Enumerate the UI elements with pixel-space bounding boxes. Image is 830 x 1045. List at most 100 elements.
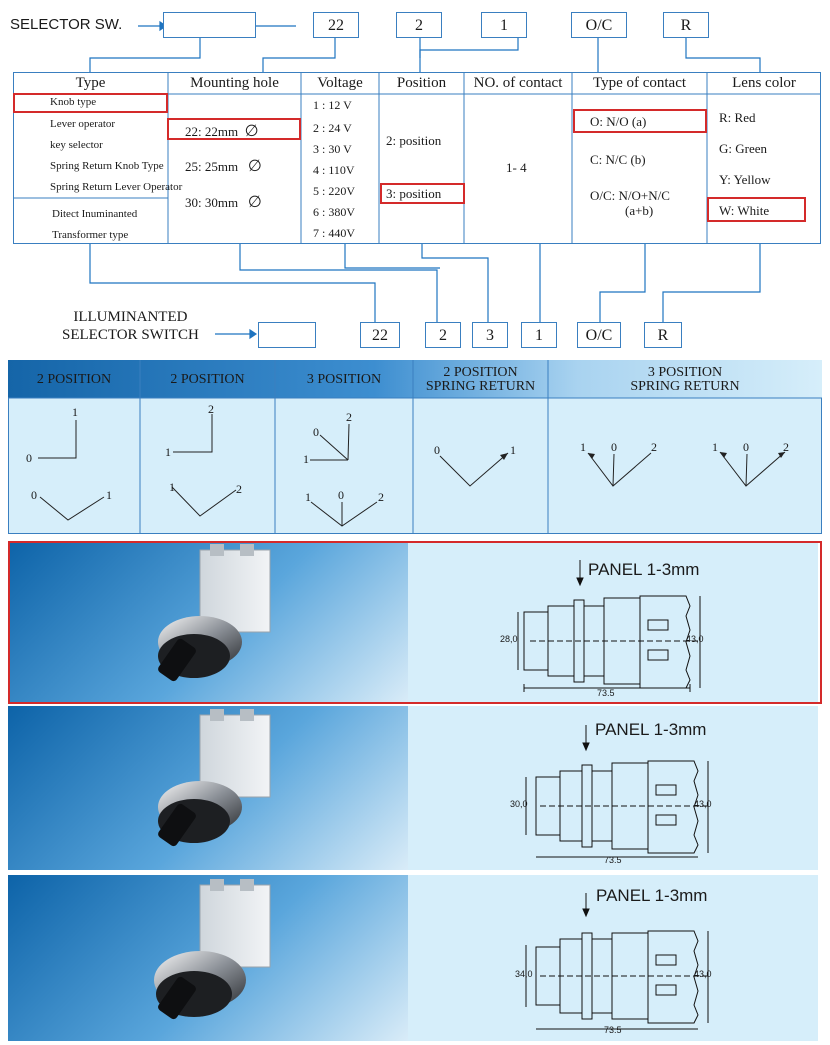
pos-label: 1 (580, 440, 586, 454)
pos-label: 1 (303, 452, 309, 466)
lens-item: G: Green (719, 141, 768, 156)
switch-photo (154, 879, 271, 1020)
diameter-icon: ∅ (247, 194, 262, 211)
dimension-drawing (408, 875, 818, 1041)
contact-type-item: C: N/C (b) (590, 152, 646, 167)
switch-photo (158, 544, 271, 682)
code-box-lens: R (663, 12, 709, 38)
lens-item: W: White (719, 203, 770, 218)
pos-label: 0 (31, 488, 37, 502)
voltage-item: 1 : 12 V (313, 98, 352, 112)
header-position: Position (396, 75, 447, 91)
contact-type-item: O: N/O (a) (590, 114, 647, 129)
spec-table (13, 72, 821, 244)
code-box-mounting: 22 (313, 12, 359, 38)
position-header-bar (8, 360, 822, 398)
bottom-code-lens: R (644, 322, 682, 348)
mounting-item: 25: 25mm ∅ (185, 158, 262, 175)
bottom-code-mounting: 22 (360, 322, 400, 348)
pos-label: 1 (106, 488, 112, 502)
type-item: key selector (50, 139, 103, 151)
code-box-blank (163, 12, 256, 38)
contact-type-item: O/C: N/O+N/C (590, 188, 670, 203)
highlight-3-position (380, 183, 465, 204)
bottom-code-blank (258, 322, 316, 348)
highlight-white (707, 197, 806, 222)
header-mounting: Mounting hole (190, 75, 279, 91)
type-item: Transformer type (52, 229, 129, 241)
voltage-item: 5 : 220V (313, 184, 355, 198)
pos-label: 0 (26, 451, 32, 465)
voltage-item: 7 : 440V (313, 226, 355, 240)
bottom-code-contact: 1 (521, 322, 557, 348)
header-voltage: Voltage (317, 75, 363, 91)
highlight-product-1 (8, 541, 822, 704)
panel-label: PANEL 1-3mm (595, 720, 707, 739)
header-contacts: NO. of contact (473, 75, 563, 91)
bottom-code-contact-type: O/C (577, 322, 621, 348)
type-item: Lever operator (50, 118, 116, 130)
position-header: 2 POSITION (170, 372, 245, 387)
dim-left: 28,0 (500, 634, 518, 644)
pos-label: 0 (313, 425, 319, 439)
highlight-knob (13, 93, 168, 113)
pos-label: 2 (783, 440, 789, 454)
voltage-item: 6 : 380V (313, 205, 355, 219)
header-lens: Lens color (732, 75, 796, 91)
panel-label: PANEL 1-3mm (596, 886, 708, 905)
illuminated-label: ILLUMINANTED SELECTOR SWITCH (62, 309, 199, 343)
position-diagrams (38, 414, 786, 527)
code-box-contact: 1 (481, 12, 527, 38)
pos-label: 2 (208, 402, 214, 416)
dimension-drawing (408, 541, 818, 703)
pos-label: 2 (346, 410, 352, 424)
panel-label: PANEL 1-3mm (588, 560, 700, 579)
pos-label: 1 (165, 445, 171, 459)
voltage-item: 3 : 30 V (313, 142, 352, 156)
header-contact-type: Type of contact (592, 75, 687, 91)
pos-label: 1 (305, 490, 311, 504)
pos-label: 0 (743, 440, 749, 454)
type-item: Ditect Inuminanted (52, 208, 138, 220)
diameter-icon: ∅ (244, 123, 259, 140)
pos-label: 0 (338, 488, 344, 502)
type-item: Spring Return Lever Operator (50, 181, 183, 193)
contacts-range: 1- 4 (506, 160, 527, 175)
dim-right: 43,0 (694, 969, 712, 979)
pos-label: 1 (510, 443, 516, 457)
dim-left: 30,0 (510, 799, 528, 809)
pos-label: 1 (72, 405, 78, 419)
dim-right: 43,0 (686, 634, 704, 644)
code-box-contact-type: O/C (571, 12, 627, 38)
pos-label: 2 (651, 440, 657, 454)
bottom-code-position-a: 2 (425, 322, 461, 348)
type-item: Spring Return Knob Type (50, 160, 164, 172)
pos-label: 0 (611, 440, 617, 454)
diameter-icon: ∅ (247, 158, 262, 175)
dim-length: 73.5 (597, 688, 615, 698)
pos-label: 1 (169, 480, 175, 494)
position-header: 3 POSITION (306, 372, 382, 387)
voltage-item: 4 : 110V (313, 163, 355, 177)
mounting-item: 30: 30mm ∅ (185, 194, 262, 211)
pos-label: 0 (434, 443, 440, 457)
position-item: 2: position (386, 133, 442, 148)
code-box-position: 2 (396, 12, 442, 38)
header-type: Type (75, 75, 106, 91)
connector-lines (89, 20, 761, 340)
dim-length: 73.5 (604, 855, 622, 865)
voltage-item: 2 : 24 V (313, 121, 352, 135)
highlight-no-contact (573, 109, 707, 133)
pos-label: 1 (712, 440, 718, 454)
highlight-22mm (167, 118, 301, 140)
contact-type-item: (a+b) (625, 203, 654, 218)
dim-right: 43,0 (694, 799, 712, 809)
position-header: 2 POSITION (36, 372, 112, 387)
pos-label: 2 (378, 490, 384, 504)
dim-length: 73.5 (604, 1025, 622, 1035)
lens-item: R: Red (719, 110, 756, 125)
